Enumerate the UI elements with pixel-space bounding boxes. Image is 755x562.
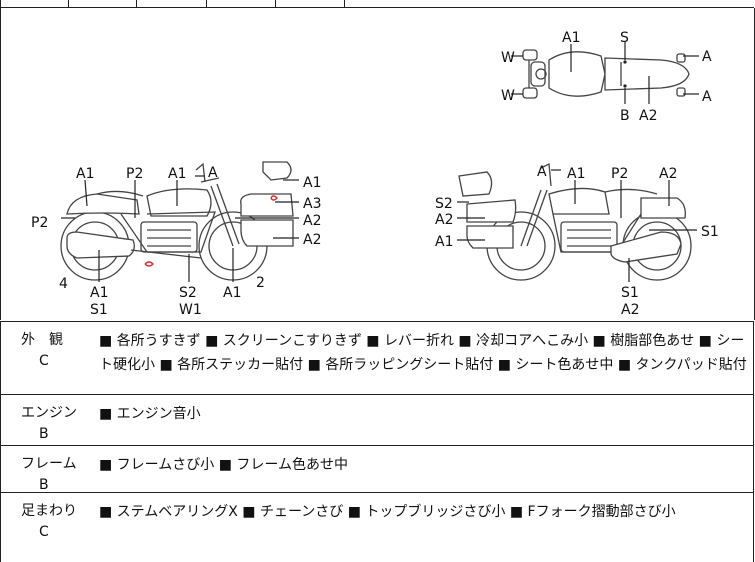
label-left-s1: S1 [90, 302, 108, 318]
top-view-labels: W W A1 S A A B A2 [501, 30, 712, 124]
condition-items: ■ ステムベアリングX ■ チェーンさび ■ トップブリッジさび小 ■ Fフォー… [99, 504, 676, 520]
divider [0, 0, 1, 7]
row-frame: フレーム B ■ フレームさび小 ■ フレーム色あせ中 [0, 445, 754, 493]
label-left-a3: A3 [303, 196, 321, 212]
label-left-2: 2 [256, 275, 265, 291]
label-left-p2-rear: P2 [31, 215, 48, 231]
grade-value: C [39, 353, 49, 369]
right-side-bike [458, 162, 692, 281]
label-left-a-lever: A [208, 165, 218, 181]
label-right-a: A [537, 164, 547, 180]
divider [206, 0, 207, 7]
divider [344, 0, 345, 7]
label-top-b: B [620, 108, 630, 124]
label-left-a1-screen: A1 [303, 175, 321, 191]
label-right-p2: P2 [611, 166, 628, 182]
label-right-s1-muffler: S1 [701, 224, 719, 240]
label-right-a1-front: A1 [435, 234, 453, 250]
label-left-a1-muffler: A1 [90, 285, 108, 301]
header-strip [0, 0, 754, 8]
grade-value: C [39, 524, 49, 540]
left-bike-labels: A1 P2 A1 A A1 A3 A2 A2 P2 4 A1 S1 S2 W1 … [31, 165, 321, 318]
row-suspension: 足まわり C ■ ステムベアリングX ■ チェーンさび ■ トップブリッジさび小… [0, 492, 754, 562]
damage-diagram-svg: W W A1 S A A B A2 [31, 30, 719, 318]
label-right-a2-rear: A2 [659, 166, 677, 182]
label-left-p2: P2 [126, 166, 143, 182]
label-top-a2: A2 [639, 108, 657, 124]
label-left-a2-2: A2 [303, 232, 321, 248]
divider [275, 0, 276, 7]
divider [68, 0, 69, 7]
label-left-a1-wheel: A1 [223, 285, 241, 301]
row-exterior: 外 観 C ■ 各所うすきず ■ スクリーンこすりきず ■ レバー折れ ■ 冷却… [0, 321, 754, 394]
label-top-a1: A1 [562, 30, 580, 46]
label-right-s1: S1 [621, 285, 639, 301]
label-right-s2: S2 [435, 196, 453, 212]
label-left-s2: S2 [179, 285, 197, 301]
category-label: フレーム [21, 456, 77, 472]
label-right-a2: A2 [621, 302, 639, 318]
label-left-a1-seat: A1 [76, 166, 94, 182]
row-engine: エンジン B ■ エンジン音小 [0, 394, 754, 445]
grade-value: B [39, 426, 49, 442]
right-bike-labels: A A1 P2 A2 S2 A2 A1 S1 S1 A2 [435, 164, 719, 318]
category-label: エンジン [21, 405, 77, 421]
label-top-w-2: W [501, 88, 515, 104]
divider [136, 0, 137, 7]
category-label: 外 観 [21, 332, 63, 348]
label-right-a1: A1 [567, 166, 585, 182]
label-left-w1: W1 [179, 302, 202, 318]
condition-items: ■ フレームさび小 ■ フレーム色あせ中 [99, 457, 348, 473]
condition-items: ■ 各所うすきず ■ スクリーンこすりきず ■ レバー折れ ■ 冷却コアへこみ小… [99, 333, 747, 373]
label-top-w-1: W [501, 50, 515, 66]
category-label: 足まわり [21, 503, 77, 519]
label-left-a2-1: A2 [303, 213, 321, 229]
condition-items: ■ エンジン音小 [99, 406, 201, 422]
top-view-bike [522, 49, 690, 99]
condition-table: 外 観 C ■ 各所うすきず ■ スクリーンこすりきず ■ レバー折れ ■ 冷却… [0, 321, 754, 562]
label-left-a1-tank: A1 [168, 166, 186, 182]
label-top-a-1: A [702, 49, 712, 65]
label-left-4: 4 [59, 276, 68, 292]
label-top-a-2: A [702, 89, 712, 105]
left-side-bike [60, 161, 294, 281]
label-top-s: S [620, 30, 629, 46]
label-right-a2-front: A2 [435, 212, 453, 228]
damage-diagram: W W A1 S A A B A2 [0, 8, 755, 320]
grade-value: B [39, 477, 49, 493]
